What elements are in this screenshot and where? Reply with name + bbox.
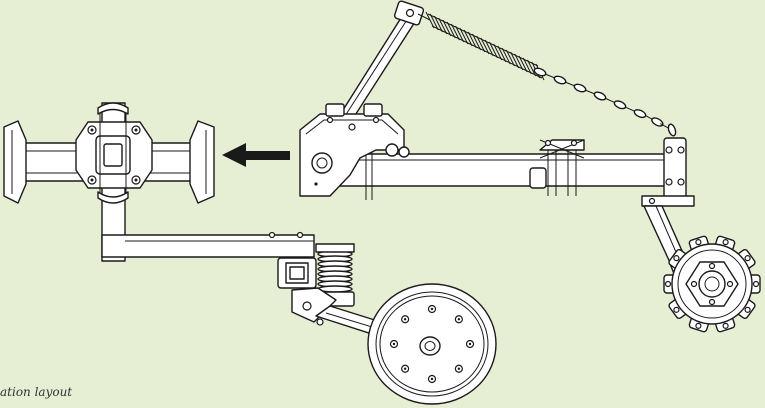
tension-spring	[417, 11, 545, 81]
chain	[533, 67, 677, 137]
figure-caption: ation layout	[0, 385, 73, 399]
toolbar-bar-with-bracket	[3, 102, 215, 262]
upper-link-arm	[337, 0, 425, 121]
lower-support-arm	[101, 231, 317, 289]
closing-wheel	[663, 235, 761, 333]
rear-mount-bracket	[641, 137, 695, 207]
main-frame-bar	[339, 139, 681, 200]
gauge-wheel	[367, 283, 497, 405]
arrow-left-icon	[222, 143, 290, 167]
frame-mount-bracket	[299, 103, 410, 197]
